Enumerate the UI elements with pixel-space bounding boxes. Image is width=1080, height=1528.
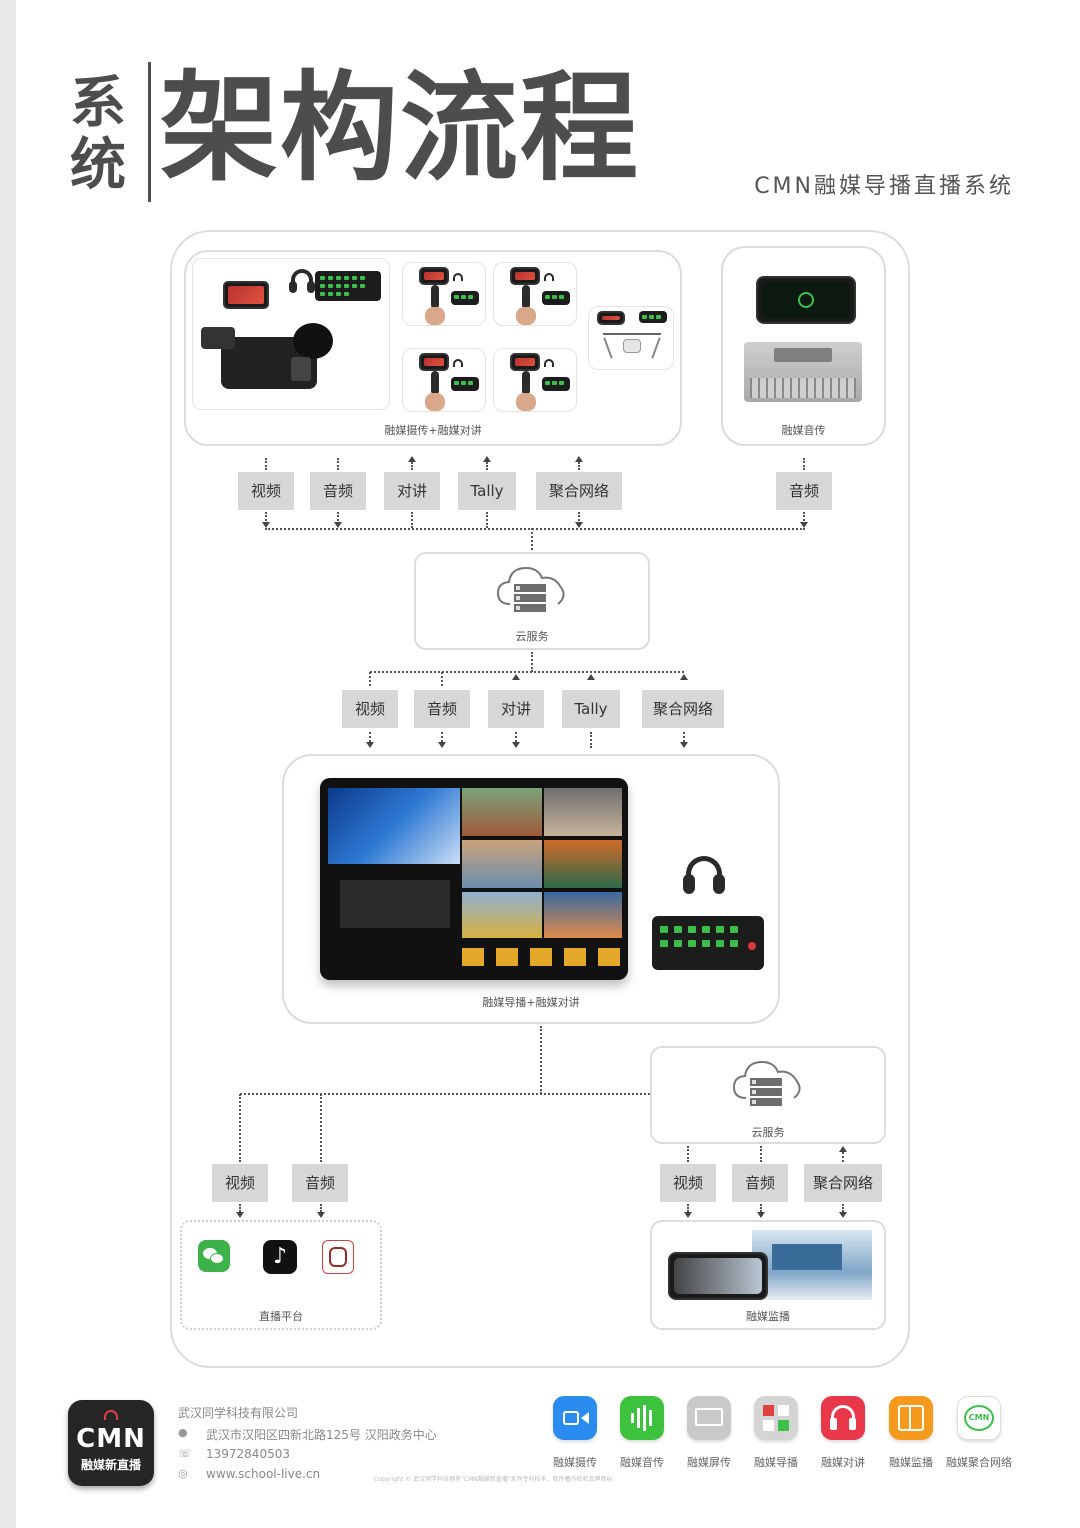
director-controller-image (652, 916, 764, 970)
cloud-bottom-caption: 云服务 (751, 1126, 785, 1139)
row3-label-audio-right: 音频 (732, 1164, 788, 1202)
row3-label-audio-left: 音频 (292, 1164, 348, 1202)
phone-on-camera (223, 281, 269, 309)
app-monitor[interactable]: 融媒监播 (880, 1396, 942, 1470)
row2-label-network: 聚合网络 (642, 690, 724, 728)
cloud-server-icon (496, 560, 568, 622)
left-margin-strip (0, 0, 16, 1528)
audio-caption: 融媒音传 (781, 424, 826, 437)
app-label: 融媒摄传 (553, 1456, 597, 1469)
app-label: 融媒导播 (754, 1456, 798, 1469)
row2-label-audio: 音频 (414, 690, 470, 728)
drone-image (603, 331, 661, 365)
headset-image (289, 269, 315, 295)
app-label: 融媒聚合网络 (946, 1456, 1012, 1469)
row3-label-network-right: 聚合网络 (804, 1164, 882, 1202)
row2-label-video: 视频 (342, 690, 398, 728)
copyright-text: Copyright © 武汉同学科技拥有"CMN融媒新直播"系列专利技术、软件著… (374, 1476, 613, 1483)
kuaishou-icon (322, 1240, 354, 1274)
monitor-caption: 融媒监播 (746, 1310, 790, 1323)
company-phone: 13972840503 (206, 1447, 290, 1461)
cloud-server-icon-bottom (732, 1054, 804, 1116)
gimbal-tile-4 (493, 348, 577, 412)
studio-image (752, 1230, 872, 1300)
headset-icon (821, 1396, 865, 1440)
row1-label-video: 视频 (238, 472, 294, 510)
app-label: 融媒屏传 (687, 1456, 731, 1469)
phone-icon: ☏ (178, 1447, 192, 1460)
drone-tile (588, 306, 674, 370)
signal-icon (104, 1410, 118, 1420)
monitor-phone-image (668, 1252, 768, 1300)
row2-label-intercom: 对讲 (488, 690, 544, 728)
page-subtitle: CMN融媒导播直播系统 (754, 174, 1014, 199)
company-website[interactable]: www.school-live.cn (206, 1467, 321, 1481)
cmn-logo: CMN 融媒新直播 (68, 1400, 154, 1486)
gimbal-tile-3 (402, 348, 486, 412)
row1-label-audio-right: 音频 (776, 472, 832, 510)
company-address: 武汉市汉阳区四新北路125号 汉阳政务中心 (206, 1428, 437, 1442)
controller-image (315, 271, 381, 301)
app-screen[interactable]: 融媒屏传 (678, 1396, 740, 1470)
wechat-icon (198, 1240, 230, 1272)
app-director[interactable]: 融媒导播 (745, 1396, 807, 1470)
cmn-network-icon: CMN (957, 1396, 1001, 1440)
monitor-icon (889, 1396, 933, 1440)
location-icon: ● (178, 1426, 188, 1439)
camera-icon (553, 1396, 597, 1440)
platforms-box (180, 1220, 382, 1330)
row1-label-audio: 音频 (310, 472, 366, 510)
camera-tile (192, 258, 390, 410)
row1-label-intercom: 对讲 (384, 472, 440, 510)
page-title: 架构流程 (160, 58, 641, 197)
row1-label-network: 聚合网络 (536, 472, 622, 510)
camcorder-image (201, 317, 333, 395)
app-camera[interactable]: 融媒摄传 (544, 1396, 606, 1470)
title-divider (148, 62, 151, 202)
logo-main-text: CMN (76, 1424, 146, 1454)
app-intercom[interactable]: 融媒对讲 (812, 1396, 874, 1470)
director-headset-image (683, 856, 725, 898)
app-label: 融媒对讲 (821, 1456, 865, 1469)
douyin-icon: ♪ (263, 1240, 297, 1274)
app-label: 融媒音传 (620, 1456, 664, 1469)
app-audio[interactable]: 融媒音传 (611, 1396, 673, 1470)
row3-label-video-left: 视频 (212, 1164, 268, 1202)
app-label: 融媒监播 (889, 1456, 933, 1469)
app-network[interactable]: CMN 融媒聚合网络 (944, 1396, 1014, 1470)
row1-label-tally: Tally (458, 472, 516, 510)
globe-icon: ◎ (178, 1467, 188, 1480)
capture-caption: 融媒摄传+融媒对讲 (384, 424, 482, 437)
audio-phone-image (756, 276, 856, 324)
row2-label-tally: Tally (562, 690, 620, 728)
cloud-top-caption: 云服务 (515, 630, 549, 643)
row3-label-video-right: 视频 (660, 1164, 716, 1202)
gimbal-tile-1 (402, 262, 486, 326)
company-name: 武汉同学科技有限公司 (178, 1406, 299, 1420)
grid-icon (754, 1396, 798, 1440)
logo-sub-text: 融媒新直播 (80, 1458, 141, 1472)
tablet-switcher-image (320, 778, 628, 980)
gimbal-tile-2 (493, 262, 577, 326)
director-caption: 融媒导播+融媒对讲 (482, 996, 580, 1009)
waveform-icon (620, 1396, 664, 1440)
screen-icon (687, 1396, 731, 1440)
title-small: 系统 (70, 70, 126, 198)
platforms-caption: 直播平台 (259, 1310, 303, 1323)
audio-mixer-image (744, 342, 862, 410)
